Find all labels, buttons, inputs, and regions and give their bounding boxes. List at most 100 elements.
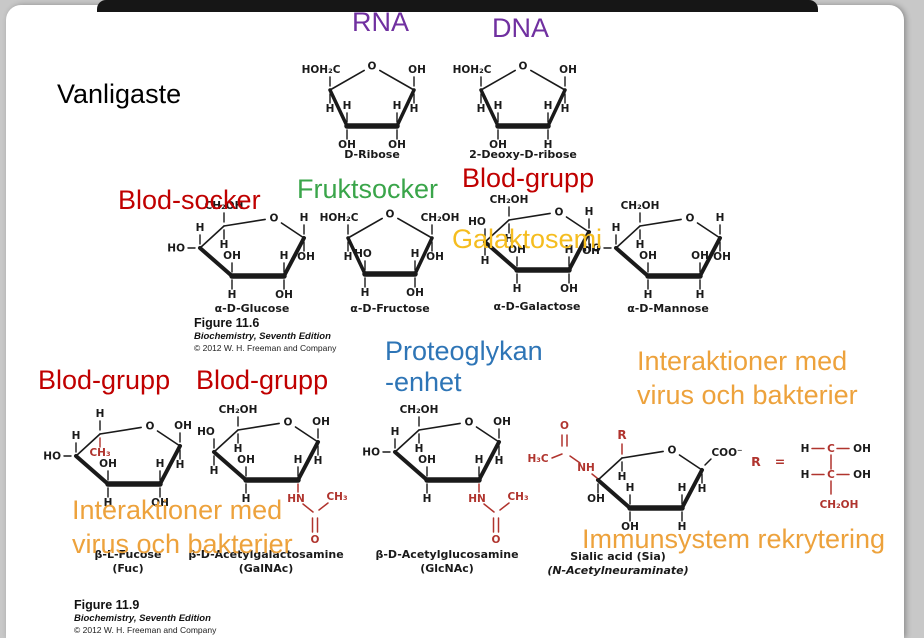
atom-label: H [234,443,243,455]
ring-oxygen-label: O [668,445,677,457]
atom-label: H [678,521,687,533]
ring-bond [346,236,367,276]
atom-label: H₃C [527,453,548,465]
atom-label: NH [577,462,595,474]
annotation-rna: RNA [352,7,410,37]
ring-oxygen-label: O [465,417,474,429]
annotation-vanligaste: Vanligaste [57,79,182,109]
figure-title: Figure 11.6 [194,316,260,330]
atom-label: C [827,469,835,481]
atom-label: H [678,482,687,494]
ring-bond [597,457,623,481]
atom-label: H [626,482,635,494]
bond-line [483,503,495,513]
structure-caption: α-D-Fructose [350,302,429,315]
atom-label: OH [275,289,293,301]
atom-label: H [300,212,309,224]
atom-label: H [585,206,594,218]
ring-bond [639,218,682,227]
atom-label: H [72,430,81,442]
atom-label: H [393,100,402,112]
atom-label: H [636,239,645,251]
ring-bond [156,430,181,447]
atom-label: H [477,103,486,115]
ring-bond [596,478,632,510]
ring-bond [413,236,434,276]
atom-label: H [415,443,424,455]
figure-copyright: © 2012 W. H. Freeman and Company [74,625,217,635]
ring-bond [280,222,305,239]
structure-caption: D-Ribose [344,148,400,161]
atom-label: HO [354,248,372,260]
atom-label: OH [406,287,424,299]
ring-bond [213,429,239,453]
atom-label: HN [287,493,305,505]
annotation-proteoglykan-line1: Proteoglykan [385,336,543,366]
ring-bond [567,230,591,272]
atom-label: HO [43,451,61,463]
annotation-blod-grupp-top: Blod-grupp [462,163,595,193]
ring-bond [477,440,501,482]
structure-caption: α-D-Galactose [493,300,580,313]
atom-label: CH₃ [507,491,528,503]
ring-bond [475,426,500,443]
atom-label: H [280,250,289,262]
atom-label: CH₂OH [490,194,529,206]
ring-bond [282,236,306,278]
atom-label: H [210,465,219,477]
atom-label: H [696,289,705,301]
ring-bond [696,222,721,239]
ring-bond [212,450,248,482]
atom-label: H [481,255,490,267]
atom-label: H [801,443,810,455]
annotation-interaktioner-left-line2: virus och bakterier [72,529,293,559]
atom-label: HO [197,426,215,438]
atom-label: OH [493,416,511,428]
window-top-bar [97,0,818,12]
atom-label: OH [691,250,709,262]
structure-caption: (GlcNAc) [420,562,474,575]
atom-label: H [242,493,251,505]
atom-label: OH [582,245,600,257]
ring-bond [198,246,234,278]
atom-label: OH [853,469,871,481]
atom-label: O [311,534,320,546]
ring-bond [621,450,664,459]
atom-label: H [801,469,810,481]
atom-label: H [228,289,237,301]
annotation-blod-grupp-mid: Blod-grupp [196,365,329,395]
annotation-interaktioner-left-line1: Interaktioner med [72,495,283,525]
atom-label: HOH₂C [453,64,492,76]
atom-label: H [411,248,420,260]
ring-bond [99,426,142,435]
bond-line [569,455,581,464]
annotation-interaktioner-right-line1: Interaktioner med [637,346,848,376]
annotation-fruktsocker: Fruktsocker [297,174,439,204]
bond-line [302,503,314,513]
ring-bond [199,225,225,249]
atom-label: HO [583,243,601,255]
ring-bond [158,444,182,486]
annotation-galaktosemi: Galaktosemi [452,224,603,254]
ring-oxygen-label: O [386,209,395,221]
atom-label: H [618,471,627,483]
ring-bond [223,218,266,227]
ring-bond [296,440,320,482]
atom-label: OH [621,521,639,533]
atom-label: OH [639,250,657,262]
atom-label: HN [468,493,486,505]
atom-label: H [505,233,514,245]
bond-line [318,502,329,511]
atom-label: OH [489,139,507,151]
ring-bond [418,422,461,431]
bond-line [704,458,712,466]
atom-label: OH [418,454,436,466]
atom-label: H [104,497,113,509]
ring-oxygen-label: O [146,421,155,433]
